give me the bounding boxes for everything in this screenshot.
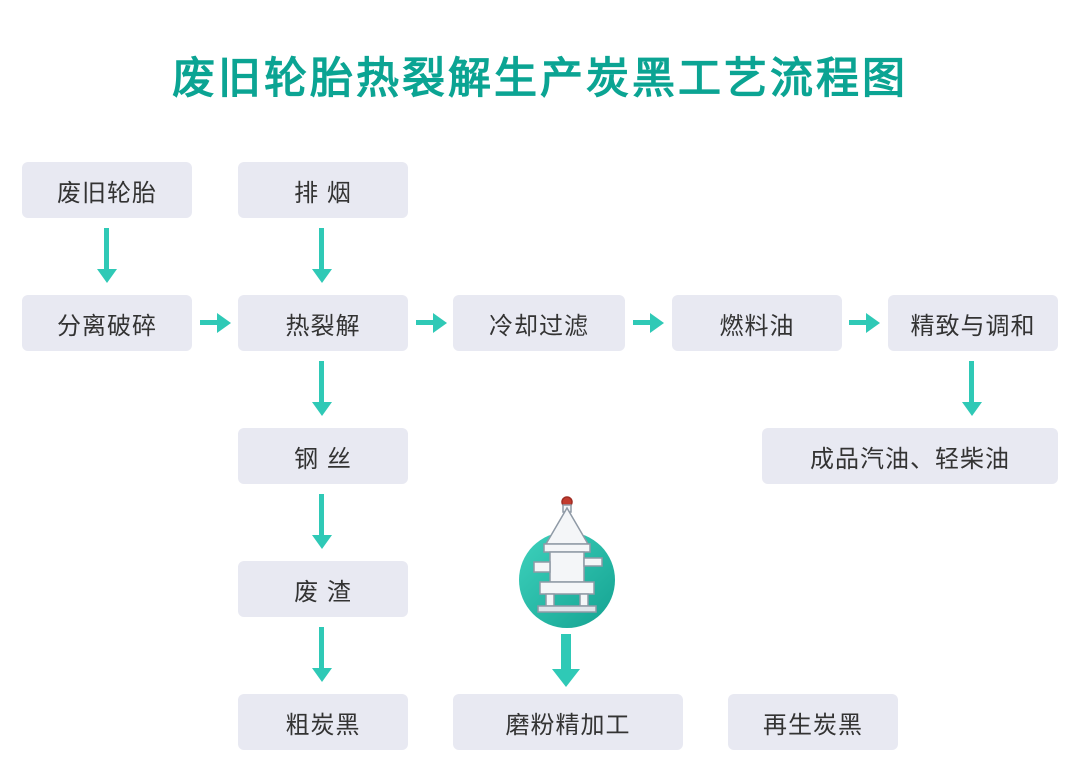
node-refining-blending: 精致与调和 — [888, 295, 1058, 351]
grinding-mill-svg — [519, 496, 615, 628]
arrow-pyrolysis-to-steel-wire — [319, 361, 324, 403]
arrow-waste-residue-to-coarse-carbon — [319, 627, 324, 669]
arrow-exhaust-to-pyrolysis — [319, 228, 324, 270]
node-waste-tire: 废旧轮胎 — [22, 162, 192, 218]
arrow-mill-to-grinding — [561, 634, 571, 670]
arrow-separation-to-pyrolysis — [200, 320, 218, 325]
node-cooling-filtration: 冷却过滤 — [453, 295, 625, 351]
node-fuel-oil: 燃料油 — [672, 295, 842, 351]
arrow-pyrolysis-to-cooling — [416, 320, 434, 325]
node-regenerated-carbon-black: 再生炭黑 — [728, 694, 898, 750]
arrow-waste-tire-to-separation — [104, 228, 109, 270]
node-finished-gasoline-diesel: 成品汽油、轻柴油 — [762, 428, 1058, 484]
node-exhaust: 排 烟 — [238, 162, 408, 218]
arrow-steel-wire-to-waste-residue — [319, 494, 324, 536]
page-title: 废旧轮胎热裂解生产炭黑工艺流程图 — [172, 55, 908, 103]
node-separation-crushing: 分离破碎 — [22, 295, 192, 351]
arrow-refining-to-finished-oil — [969, 361, 974, 403]
arrow-fuel-oil-to-refining — [849, 320, 867, 325]
node-steel-wire: 钢 丝 — [238, 428, 408, 484]
grinding-mill-image — [504, 492, 630, 632]
node-pyrolysis: 热裂解 — [238, 295, 408, 351]
node-grinding-processing: 磨粉精加工 — [453, 694, 683, 750]
arrow-cooling-to-fuel-oil — [633, 320, 651, 325]
node-waste-residue: 废 渣 — [238, 561, 408, 617]
node-coarse-carbon-black: 粗炭黑 — [238, 694, 408, 750]
